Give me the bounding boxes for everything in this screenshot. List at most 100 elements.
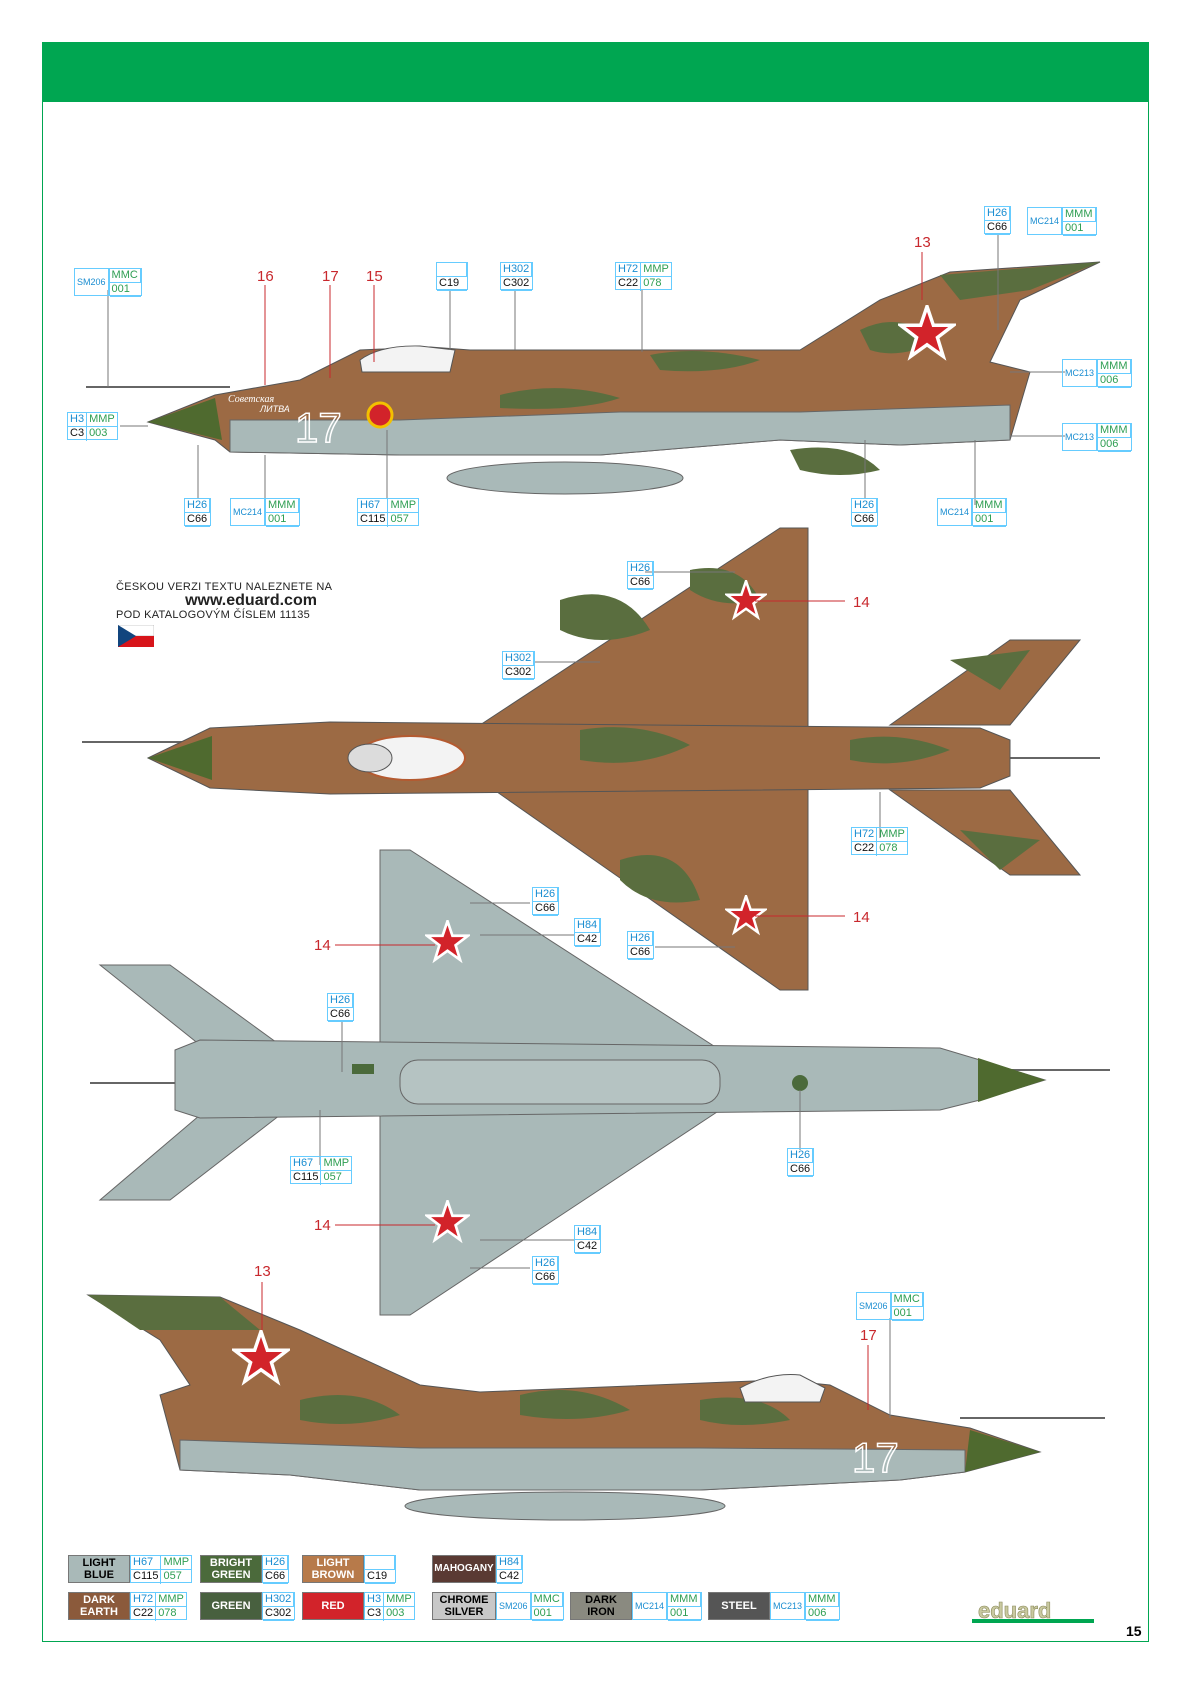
swatch-chip: STEEL — [708, 1592, 770, 1620]
stencil-number: 14 — [853, 909, 870, 926]
callout-code: MMP — [321, 1157, 352, 1171]
paint-code: 001 — [531, 1607, 563, 1621]
paint-code: C115 — [131, 1570, 162, 1584]
svg-text:eduard: eduard — [978, 1598, 1051, 1623]
paint-code: C42 — [497, 1570, 523, 1584]
palette-mahogany: MAHOGANY H84 C42 — [432, 1555, 524, 1584]
callout-code: 078 — [643, 277, 662, 289]
callout-code: C66 — [533, 902, 559, 916]
callout-code: C302 — [503, 666, 535, 680]
callout-code: MMC — [891, 1293, 923, 1307]
paint-tag: SM206 — [496, 1592, 531, 1620]
callout-code: MMP — [87, 413, 117, 427]
paint-code: C3 — [365, 1607, 385, 1621]
palette-light-blue: LIGHT BLUE H67 MMP C115 057 — [68, 1555, 193, 1584]
swatch-chip: MAHOGANY — [432, 1555, 496, 1583]
callout-h84: H84 C42 — [574, 918, 602, 947]
paint-code: MMM — [806, 1593, 839, 1607]
paint-code: MMC — [531, 1593, 563, 1607]
callout-h26: H26 C66 — [851, 498, 879, 527]
callout-h26: H26 C66 — [627, 931, 655, 960]
callout-code: C22 — [616, 277, 642, 291]
website-link[interactable]: www.eduard.com — [185, 592, 317, 609]
paint-code: MMP — [156, 1593, 186, 1607]
callout-h67: H67 MMP C115 057 — [357, 498, 420, 527]
callout-c19: C19 — [436, 262, 468, 291]
paint-code: 003 — [386, 1607, 405, 1619]
callout-code: H67 — [291, 1157, 322, 1171]
callout-code: C115 — [291, 1171, 322, 1185]
callout-sm206: SM206 MMC 001 — [856, 1292, 924, 1321]
stencil-number: 17 — [322, 268, 339, 285]
callout-code: 078 — [879, 842, 898, 854]
callout-code: 006 — [1098, 438, 1131, 452]
stencil-number: 16 — [257, 268, 274, 285]
paint-code: H84 — [497, 1556, 523, 1570]
callout-tag: MC214 — [230, 498, 266, 526]
paint-code: MMP — [161, 1556, 192, 1570]
nose-inscription-bottom: ЛИТВА — [259, 404, 290, 414]
paint-tag: MC214 — [632, 1592, 668, 1620]
callout-code: C66 — [533, 1271, 559, 1285]
callout-mc214: MC214 MMM 001 — [1027, 207, 1097, 236]
nose-inscription-top: Советская — [228, 394, 274, 405]
callout-code: H302 — [503, 652, 535, 666]
callout-code: C42 — [575, 1240, 601, 1254]
stencil-number: 14 — [314, 937, 331, 954]
header-bar — [42, 42, 1149, 102]
callout-code: C42 — [575, 933, 601, 947]
callout-code: 057 — [323, 1171, 342, 1183]
palette-bright-green: BRIGHT GREEN H26 C66 — [200, 1555, 290, 1584]
callout-code: H84 — [575, 919, 601, 933]
callout-code: C66 — [628, 946, 654, 960]
callout-code: C3 — [68, 427, 88, 441]
callout-code: H67 — [358, 499, 389, 513]
callout-code: MMP — [388, 499, 419, 513]
swatch-chip: BRIGHT GREEN — [200, 1555, 262, 1583]
callout-code: 057 — [390, 513, 409, 525]
paint-tag: MC213 — [770, 1592, 806, 1620]
callout-code: MMP — [877, 828, 907, 842]
callout-code: H3 — [68, 413, 88, 427]
paint-code: H67 — [131, 1556, 162, 1570]
callout-code: H26 — [788, 1149, 814, 1163]
swatch-chip: RED — [302, 1592, 364, 1620]
palette-chrome-silver: CHROME SILVER SM206 MMC 001 — [432, 1592, 564, 1621]
top-view — [82, 527, 1100, 991]
callout-mc213: MC213 MMM 006 — [1062, 423, 1132, 452]
callout-h67: H67 MMP C115 057 — [290, 1156, 353, 1185]
swatch-chip: GREEN — [200, 1592, 262, 1620]
paint-code: MMP — [384, 1593, 414, 1607]
palette-dark-earth: DARK EARTH H72 MMP C22 078 — [68, 1592, 187, 1621]
czech-version-note: ČESKOU VERZI TEXTU NALEZNETE NA www.edua… — [116, 580, 376, 622]
callout-mc214: MC214 MMM 001 — [937, 498, 1007, 527]
stencil-number: 15 — [366, 268, 383, 285]
callout-code: C66 — [628, 576, 654, 590]
stencil-number: 13 — [914, 234, 931, 251]
paint-code: H3 — [365, 1593, 385, 1607]
eduard-logo: eduard — [972, 1598, 1094, 1623]
callout-sm206: SM206 MMC 001 — [74, 268, 142, 297]
swatch-chip: LIGHT BLUE — [68, 1555, 130, 1583]
paint-code: H26 — [263, 1556, 289, 1570]
right-tail-number: 17 — [852, 1434, 899, 1481]
paint-code: H302 — [263, 1593, 295, 1607]
callout-h302: H302 C302 — [500, 262, 534, 291]
callout-code: C115 — [358, 513, 389, 527]
paint-code: MMM — [668, 1593, 701, 1607]
callout-code: MMC — [109, 269, 141, 283]
czech-note-line1: ČESKOU VERZI TEXTU NALEZNETE NA — [116, 581, 333, 593]
paint-code: C302 — [263, 1607, 295, 1621]
callout-code: H26 — [628, 932, 654, 946]
callout-tag: SM206 — [74, 268, 109, 296]
callout-code: H26 — [852, 499, 878, 513]
callout-code: H26 — [533, 888, 559, 902]
callout-code: H26 — [185, 499, 211, 513]
swatch-chip: DARK IRON — [570, 1592, 632, 1620]
callout-code: C66 — [985, 221, 1011, 235]
callout-code: H26 — [985, 207, 1011, 221]
paint-code: C22 — [131, 1607, 157, 1621]
callout-mc213: MC213 MMM 006 — [1062, 359, 1132, 388]
paint-code: 001 — [668, 1607, 701, 1621]
